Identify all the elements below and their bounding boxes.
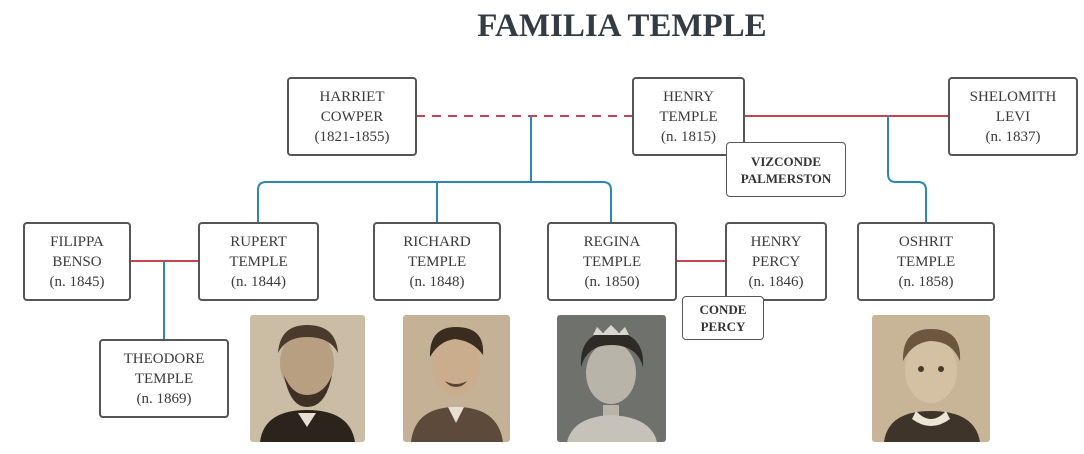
person-box-shelomith[interactable]: SHELOMITH LEVI (n. 1837) xyxy=(948,77,1078,156)
person-name-line1: REGINA xyxy=(583,233,641,250)
person-name-line1: HENRY xyxy=(663,88,714,105)
title-line1: CONDE xyxy=(699,302,747,317)
person-name-line1: OSHRIT xyxy=(898,233,954,250)
person-name-line1: HARRIET xyxy=(319,88,385,105)
portrait-photo-richard xyxy=(403,315,510,442)
person-name-line2: LEVI xyxy=(995,108,1031,125)
person-dates: (n. 1844) xyxy=(231,273,286,290)
person-dates: (n. 1848) xyxy=(409,273,465,290)
person-dates: (n. 1845) xyxy=(49,273,105,290)
person-name-line1: FILIPPA xyxy=(50,233,104,250)
person-name-line2: COWPER xyxy=(320,108,384,125)
person-name-line1: RICHARD xyxy=(403,233,471,250)
person-name-line2: TEMPLE xyxy=(134,370,194,387)
person-box-filippa[interactable]: FILIPPA BENSO (n. 1845) xyxy=(23,222,131,301)
descent-lines-harriet-henry xyxy=(257,116,612,222)
person-box-henry-temple[interactable]: HENRY TEMPLE (n. 1815) xyxy=(632,77,745,156)
person-dates: (n. 1869) xyxy=(136,390,192,407)
person-dates: (n. 1858) xyxy=(898,273,954,290)
page-title: FAMILIA TEMPLE xyxy=(477,8,767,44)
person-dates: (n. 1850) xyxy=(584,273,640,290)
title-line2: PALMERSTON xyxy=(740,170,832,186)
person-dates: (n. 1846) xyxy=(748,273,804,290)
title-line1: VIZCONDE xyxy=(750,153,822,169)
person-box-rupert[interactable]: RUPERT TEMPLE (n. 1844) xyxy=(198,222,319,301)
person-name-line2: BENSO xyxy=(52,253,102,270)
person-name-line1: HENRY xyxy=(750,233,802,250)
person-name-line1: THEODORE xyxy=(123,350,205,367)
person-name-line2: TEMPLE xyxy=(659,108,718,125)
person-name-line2: PERCY xyxy=(751,253,801,270)
person-name-line2: TEMPLE xyxy=(229,253,288,270)
person-name-line2: TEMPLE xyxy=(582,253,642,270)
person-name-line2: TEMPLE xyxy=(407,253,467,270)
person-box-regina[interactable]: REGINA TEMPLE (n. 1850) xyxy=(547,222,677,301)
person-name-line1: SHELOMITH xyxy=(969,88,1057,105)
portrait-photo-regina xyxy=(557,315,666,442)
descent-line-henry-shelomith xyxy=(887,116,927,222)
title-line2: PERCY xyxy=(700,319,746,334)
portrait-photo-rupert xyxy=(250,315,365,442)
title-tag-palmerston[interactable]: VIZCONDE PALMERSTON xyxy=(726,142,846,197)
person-box-theodore[interactable]: THEODORE TEMPLE (n. 1869) xyxy=(99,339,229,418)
person-dates: (n. 1837) xyxy=(985,128,1041,145)
person-dates: (1821-1855) xyxy=(314,128,390,145)
person-box-harriet[interactable]: HARRIET COWPER (1821-1855) xyxy=(287,77,417,156)
person-box-oshrit[interactable]: OSHRIT TEMPLE (n. 1858) xyxy=(857,222,995,301)
person-name-line2: TEMPLE xyxy=(896,253,956,270)
person-box-henry-percy[interactable]: HENRY PERCY (n. 1846) xyxy=(725,222,827,301)
person-box-richard[interactable]: RICHARD TEMPLE (n. 1848) xyxy=(373,222,501,301)
title-tag-percy[interactable]: CONDE PERCY xyxy=(682,296,764,340)
person-dates: (n. 1815) xyxy=(661,128,716,145)
person-name-line1: RUPERT xyxy=(230,233,287,250)
portrait-photo-oshrit xyxy=(872,315,990,442)
